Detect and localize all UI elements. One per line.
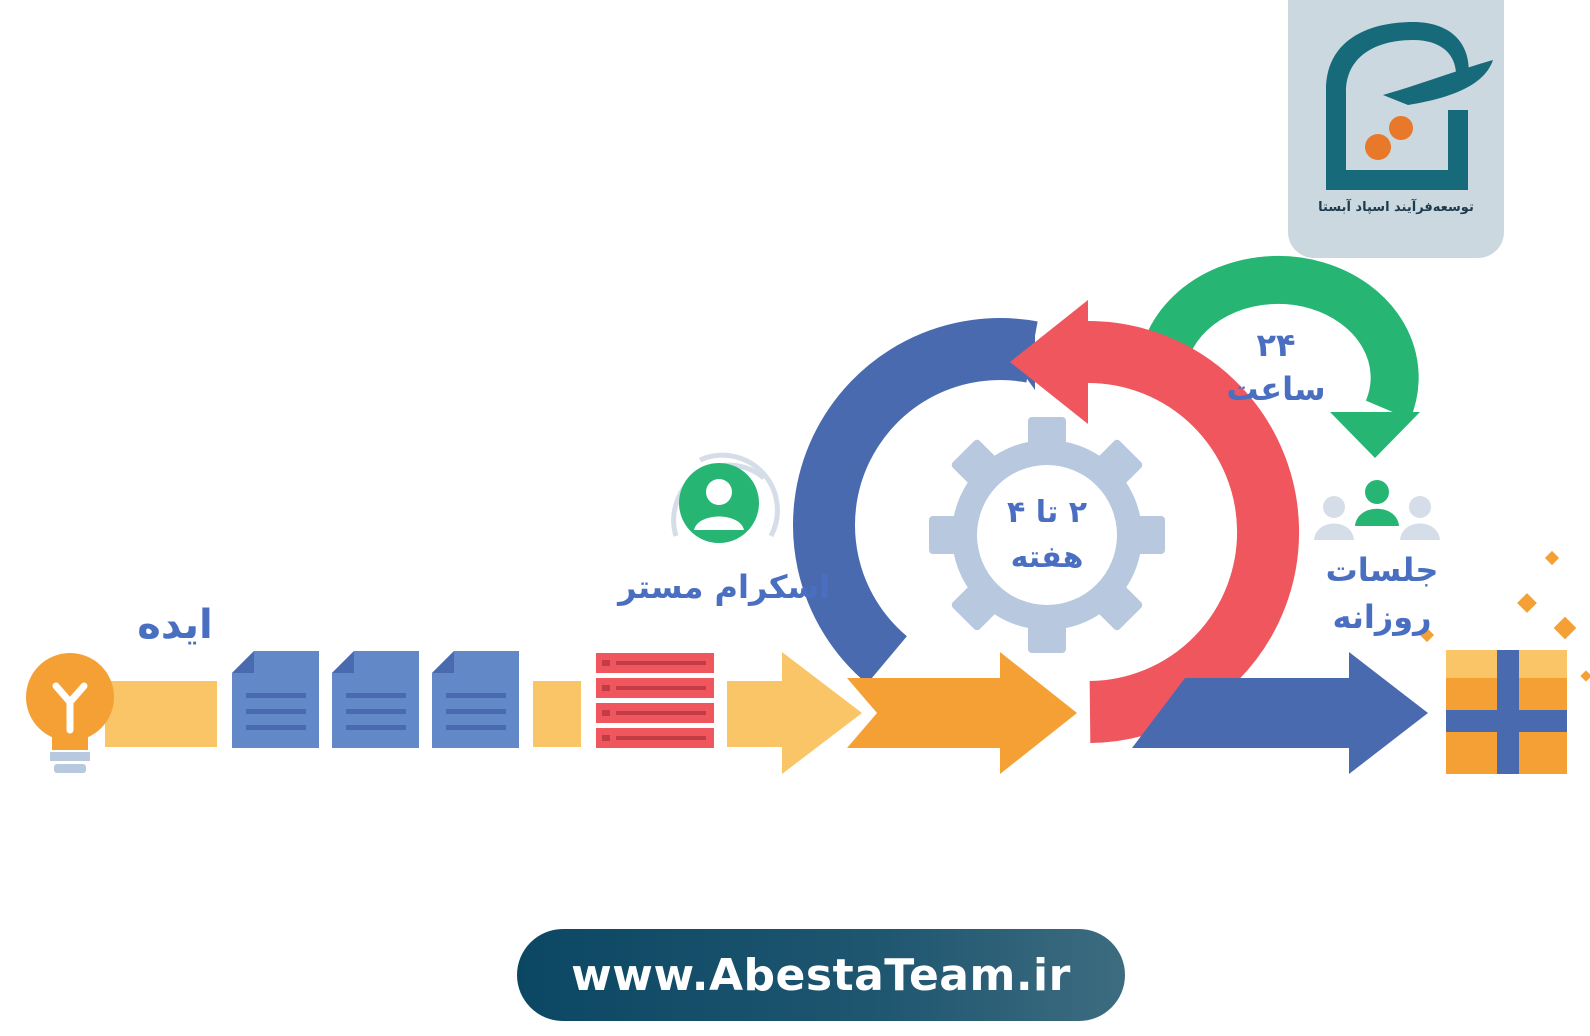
sprint-unit-label: هفته (1010, 540, 1084, 575)
team-icon (1314, 480, 1440, 540)
website-url-banner[interactable]: www.AbestaTeam.ir (517, 929, 1125, 1021)
lightbulb-icon (26, 653, 114, 773)
daily-loop-arrow (1145, 255, 1420, 458)
idea-label: ایده (137, 602, 213, 648)
document-icon (432, 651, 519, 748)
document-icon (332, 651, 419, 748)
document-icon (232, 651, 319, 748)
daily-hours-label: ۲۴ (1256, 326, 1296, 364)
daily-unit-label: ساعت (1226, 370, 1326, 408)
gift-box-icon (1446, 650, 1567, 774)
website-url-text[interactable]: www.AbestaTeam.ir (571, 949, 1071, 1001)
scrum-master-label: اسکرام مستر (618, 568, 830, 606)
backlog-list-icon (596, 653, 714, 748)
company-logo-icon (1326, 22, 1493, 190)
company-logo-card: توسعه‌فرآیند اسپاد آبستا (1288, 0, 1504, 258)
sprint-length-label: ۲ تا ۴ (1006, 495, 1088, 530)
logo-tagline: توسعه‌فرآیند اسپاد آبستا (1318, 200, 1474, 215)
gear-icon (929, 417, 1165, 653)
flow-bar (105, 652, 862, 774)
sparkle-decorations (1419, 550, 1590, 682)
daily-meetings-label-line2: روزانه (1332, 598, 1432, 636)
user-icon (671, 452, 780, 543)
sprint-cycle-red-arrow (1010, 300, 1299, 743)
daily-meetings-label-line1: جلسات (1325, 551, 1439, 589)
increment-output-arrow (1132, 652, 1428, 774)
sprint-input-arrow (847, 652, 1077, 774)
